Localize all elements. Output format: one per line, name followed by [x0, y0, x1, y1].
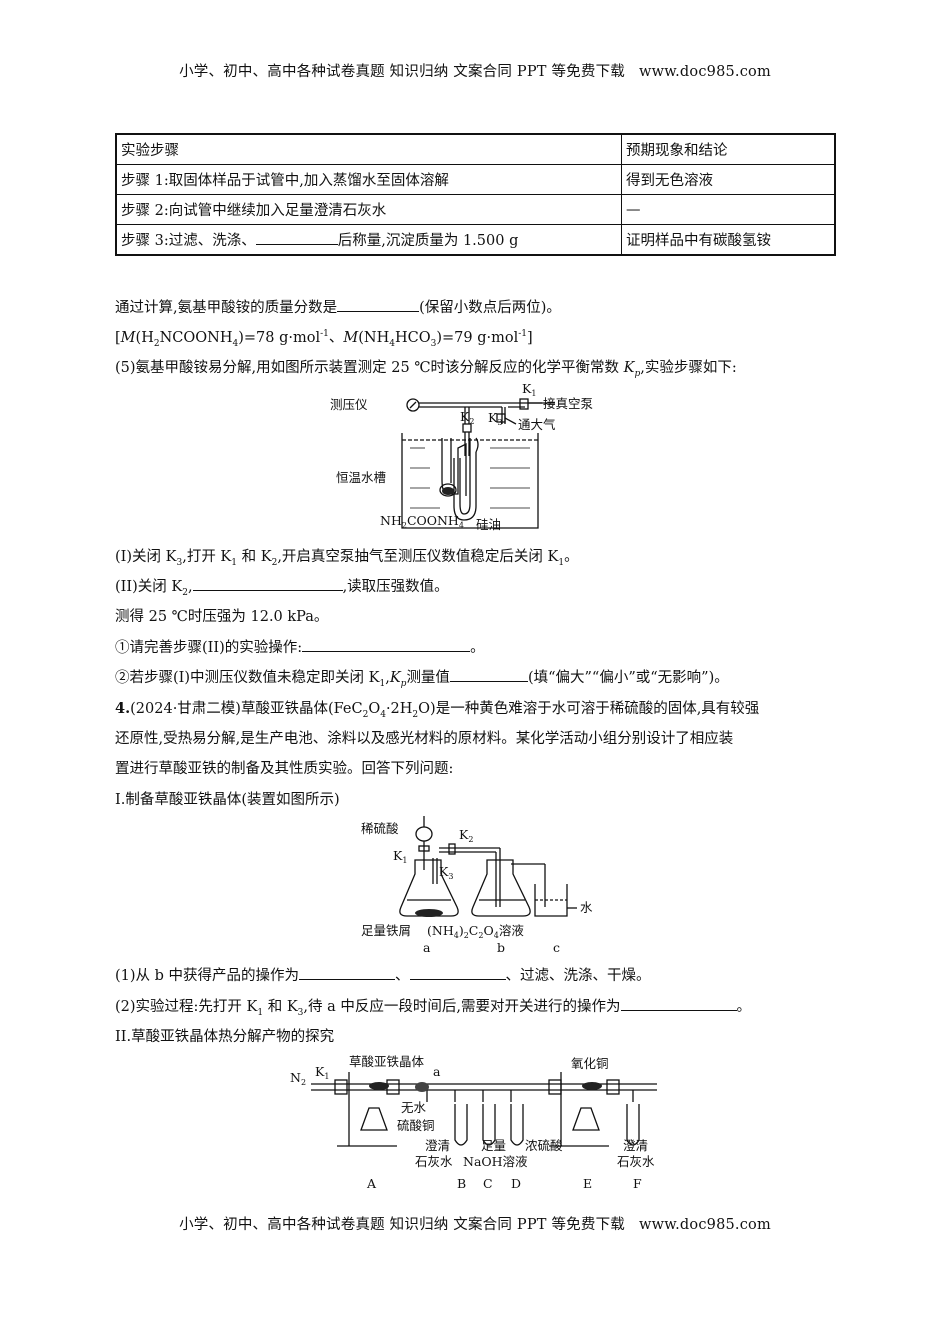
label-k1: K1: [393, 848, 407, 865]
label-bath: 恒温水槽: [336, 470, 386, 485]
page-header: 小学、初中、高中各种试卷真题 知识归纳 文案合同 PPT 等免费下载 www.do…: [0, 60, 950, 81]
label-lime1-1: 澄清: [425, 1138, 450, 1153]
footer-text: 小学、初中、高中各种试卷真题 知识归纳 文案合同 PPT 等免费下载: [179, 1217, 625, 1233]
label-k2: K2: [460, 409, 474, 426]
answer-blank[interactable]: [449, 667, 528, 682]
molar-mass-line: [M(H2NCOONH4)=78 g·mol-1、M(NH4HCO3)=79 g…: [115, 329, 533, 349]
table-row: 步骤 3:过滤、洗涤、后称量,沉淀质量为 1.500 g 证明样品中有碳酸氢铵: [115, 224, 836, 256]
valve-k1-icon: [519, 398, 529, 410]
header-site: www.doc985.com: [638, 64, 771, 80]
section-2-title: II.草酸亚铁晶体热分解产物的探究: [115, 1029, 335, 1045]
valve-k2-icon: [462, 423, 472, 433]
question-mass-fraction: 通过计算,氨基甲酸铵的质量分数是(保留小数点后两位)。: [115, 296, 561, 317]
burner-e-icon: [572, 1107, 600, 1131]
step-2: (II)关闭 K2,,读取压强数值。: [115, 575, 449, 598]
table-header-steps: 实验步骤: [115, 133, 622, 165]
label-k1: K1: [522, 381, 536, 398]
flask-a: [399, 859, 459, 917]
result-cell: 得到无色溶液: [621, 164, 836, 195]
label-c: c: [553, 940, 560, 955]
label-iron: 足量铁屑: [361, 923, 411, 938]
answer-blank[interactable]: [337, 297, 420, 312]
pressure-apparatus-figure: 测压仪 K1 K2 K3 接真空泵 通大气 恒温水槽 NH2COONH4 硅油: [330, 381, 593, 532]
footer-site: www.doc985.com: [638, 1217, 771, 1233]
label-k3: K3: [488, 410, 502, 427]
label-lime2-1: 澄清: [623, 1138, 648, 1153]
question-i: ①请完善步骤(II)的实验操作:。: [115, 636, 485, 657]
answer-blank[interactable]: [192, 576, 343, 591]
label-k1: K1: [315, 1064, 329, 1081]
label-naoh-1: 足量: [481, 1138, 506, 1153]
label-n2: N2: [290, 1070, 306, 1087]
page-footer: 小学、初中、高中各种试卷真题 知识归纳 文案合同 PPT 等免费下载 www.do…: [0, 1213, 950, 1234]
label-A: A: [366, 1176, 377, 1191]
label-C: C: [483, 1176, 493, 1191]
answer-blank[interactable]: [302, 637, 471, 652]
question-4-line2: 还原性,受热易分解,是生产电池、涂料以及感光材料的原材料。某化学活动小组分别设计…: [115, 731, 734, 747]
table-row: 步骤 1:取固体样品于试管中,加入蒸馏水至固体溶解 得到无色溶液: [115, 164, 836, 195]
question-4-line1: 4.(2024·甘肃二模)草酸亚铁晶体(FeC2O4·2H2O)是一种黄色难溶于…: [115, 700, 760, 720]
flask-b: [471, 859, 531, 917]
measure-line: 测得 25 ℃时压强为 12.0 kPa。: [115, 609, 329, 625]
question-5: (5)氨基甲酸铵易分解,用如图所示装置测定 25 ℃时该分解反应的化学平衡常数 …: [115, 360, 737, 379]
label-solution: (NH4)2C2O4溶液: [427, 923, 524, 940]
result-cell: 证明样品中有碳酸氢铵: [621, 224, 836, 256]
label-acid: 稀硫酸: [361, 821, 399, 836]
water-bath: [401, 433, 539, 529]
label-D: D: [511, 1176, 521, 1191]
label-h2so4: 浓硫酸: [525, 1138, 563, 1153]
question-ii: ②若步骤(I)中测压仪数值未稳定即关闭 K1,Kp测量值(填“偏大”“偏小”或“…: [115, 666, 729, 689]
question-4-1: (1)从 b 中获得产品的操作为、、过滤、洗涤、干燥。: [115, 964, 651, 985]
label-a: a: [433, 1064, 441, 1079]
label-naoh-2: NaOH溶液: [463, 1154, 528, 1169]
question-4-line3: 置进行草酸亚铁的制备及其性质实验。回答下列问题:: [115, 761, 454, 777]
label-sample: NH2COONH4: [380, 513, 464, 530]
result-cell: —: [621, 194, 836, 225]
step-cell: 步骤 2:向试管中继续加入足量澄清石灰水: [115, 194, 622, 225]
valve-k1-icon: [418, 845, 430, 852]
answer-blank[interactable]: [255, 230, 338, 245]
answer-blank[interactable]: [299, 965, 396, 980]
label-F: F: [633, 1176, 642, 1191]
label-k3: K3: [439, 864, 453, 881]
answer-blank[interactable]: [409, 965, 506, 980]
decomposition-apparatus-figure: N2 K1 草酸亚铁晶体 a 无水 硫酸铜 澄清 石灰水 足量 NaOH溶液 浓…: [290, 1054, 657, 1191]
label-water: 水: [580, 900, 593, 915]
label-crystal: 草酸亚铁晶体: [349, 1054, 425, 1069]
label-B: B: [457, 1176, 466, 1191]
table-header-results: 预期现象和结论: [621, 133, 836, 165]
answer-blank[interactable]: [620, 996, 737, 1011]
valve-k2-icon: [448, 843, 456, 855]
label-cuo: 氧化铜: [571, 1056, 609, 1071]
label-k2: K2: [459, 827, 473, 844]
section-1-title: I.制备草酸亚铁晶体(装置如图所示): [115, 792, 340, 808]
table-row: 实验步骤 预期现象和结论: [115, 133, 836, 165]
label-lime1-2: 石灰水: [415, 1154, 453, 1169]
label-cuso4-2: 硫酸铜: [397, 1118, 435, 1133]
label-lime2-2: 石灰水: [617, 1154, 655, 1169]
question-4-2: (2)实验过程:先打开 K1 和 K3,待 a 中反应一段时间后,需要对开关进行…: [115, 995, 751, 1018]
label-pump: 接真空泵: [543, 396, 593, 411]
label-b: b: [497, 940, 505, 955]
step-cell: 步骤 1:取固体样品于试管中,加入蒸馏水至固体溶解: [115, 164, 622, 195]
label-a: a: [423, 940, 431, 955]
table-row: 步骤 2:向试管中继续加入足量澄清石灰水 —: [115, 194, 836, 225]
experiment-table: 实验步骤 预期现象和结论 步骤 1:取固体样品于试管中,加入蒸馏水至固体溶解 得…: [115, 133, 836, 256]
label-gauge: 测压仪: [330, 397, 368, 412]
step-1: (I)关闭 K3,打开 K1 和 K2,开启真空泵抽气至测压仪数值稳定后关闭 K…: [115, 549, 579, 568]
pressure-gauge-icon: [406, 398, 420, 412]
label-cuso4-1: 无水: [401, 1100, 427, 1115]
burner-a-icon: [360, 1107, 388, 1131]
preparation-apparatus-figure: 稀硫酸 K2 K1 K3 水 足量铁屑 (NH4)2C2O4溶液 a b c: [361, 816, 593, 955]
label-E: E: [583, 1176, 592, 1191]
label-air: 通大气: [518, 417, 556, 432]
label-oil: 硅油: [476, 517, 501, 532]
header-text: 小学、初中、高中各种试卷真题 知识归纳 文案合同 PPT 等免费下载: [179, 64, 625, 80]
step-cell: 步骤 3:过滤、洗涤、后称量,沉淀质量为 1.500 g: [115, 224, 622, 256]
